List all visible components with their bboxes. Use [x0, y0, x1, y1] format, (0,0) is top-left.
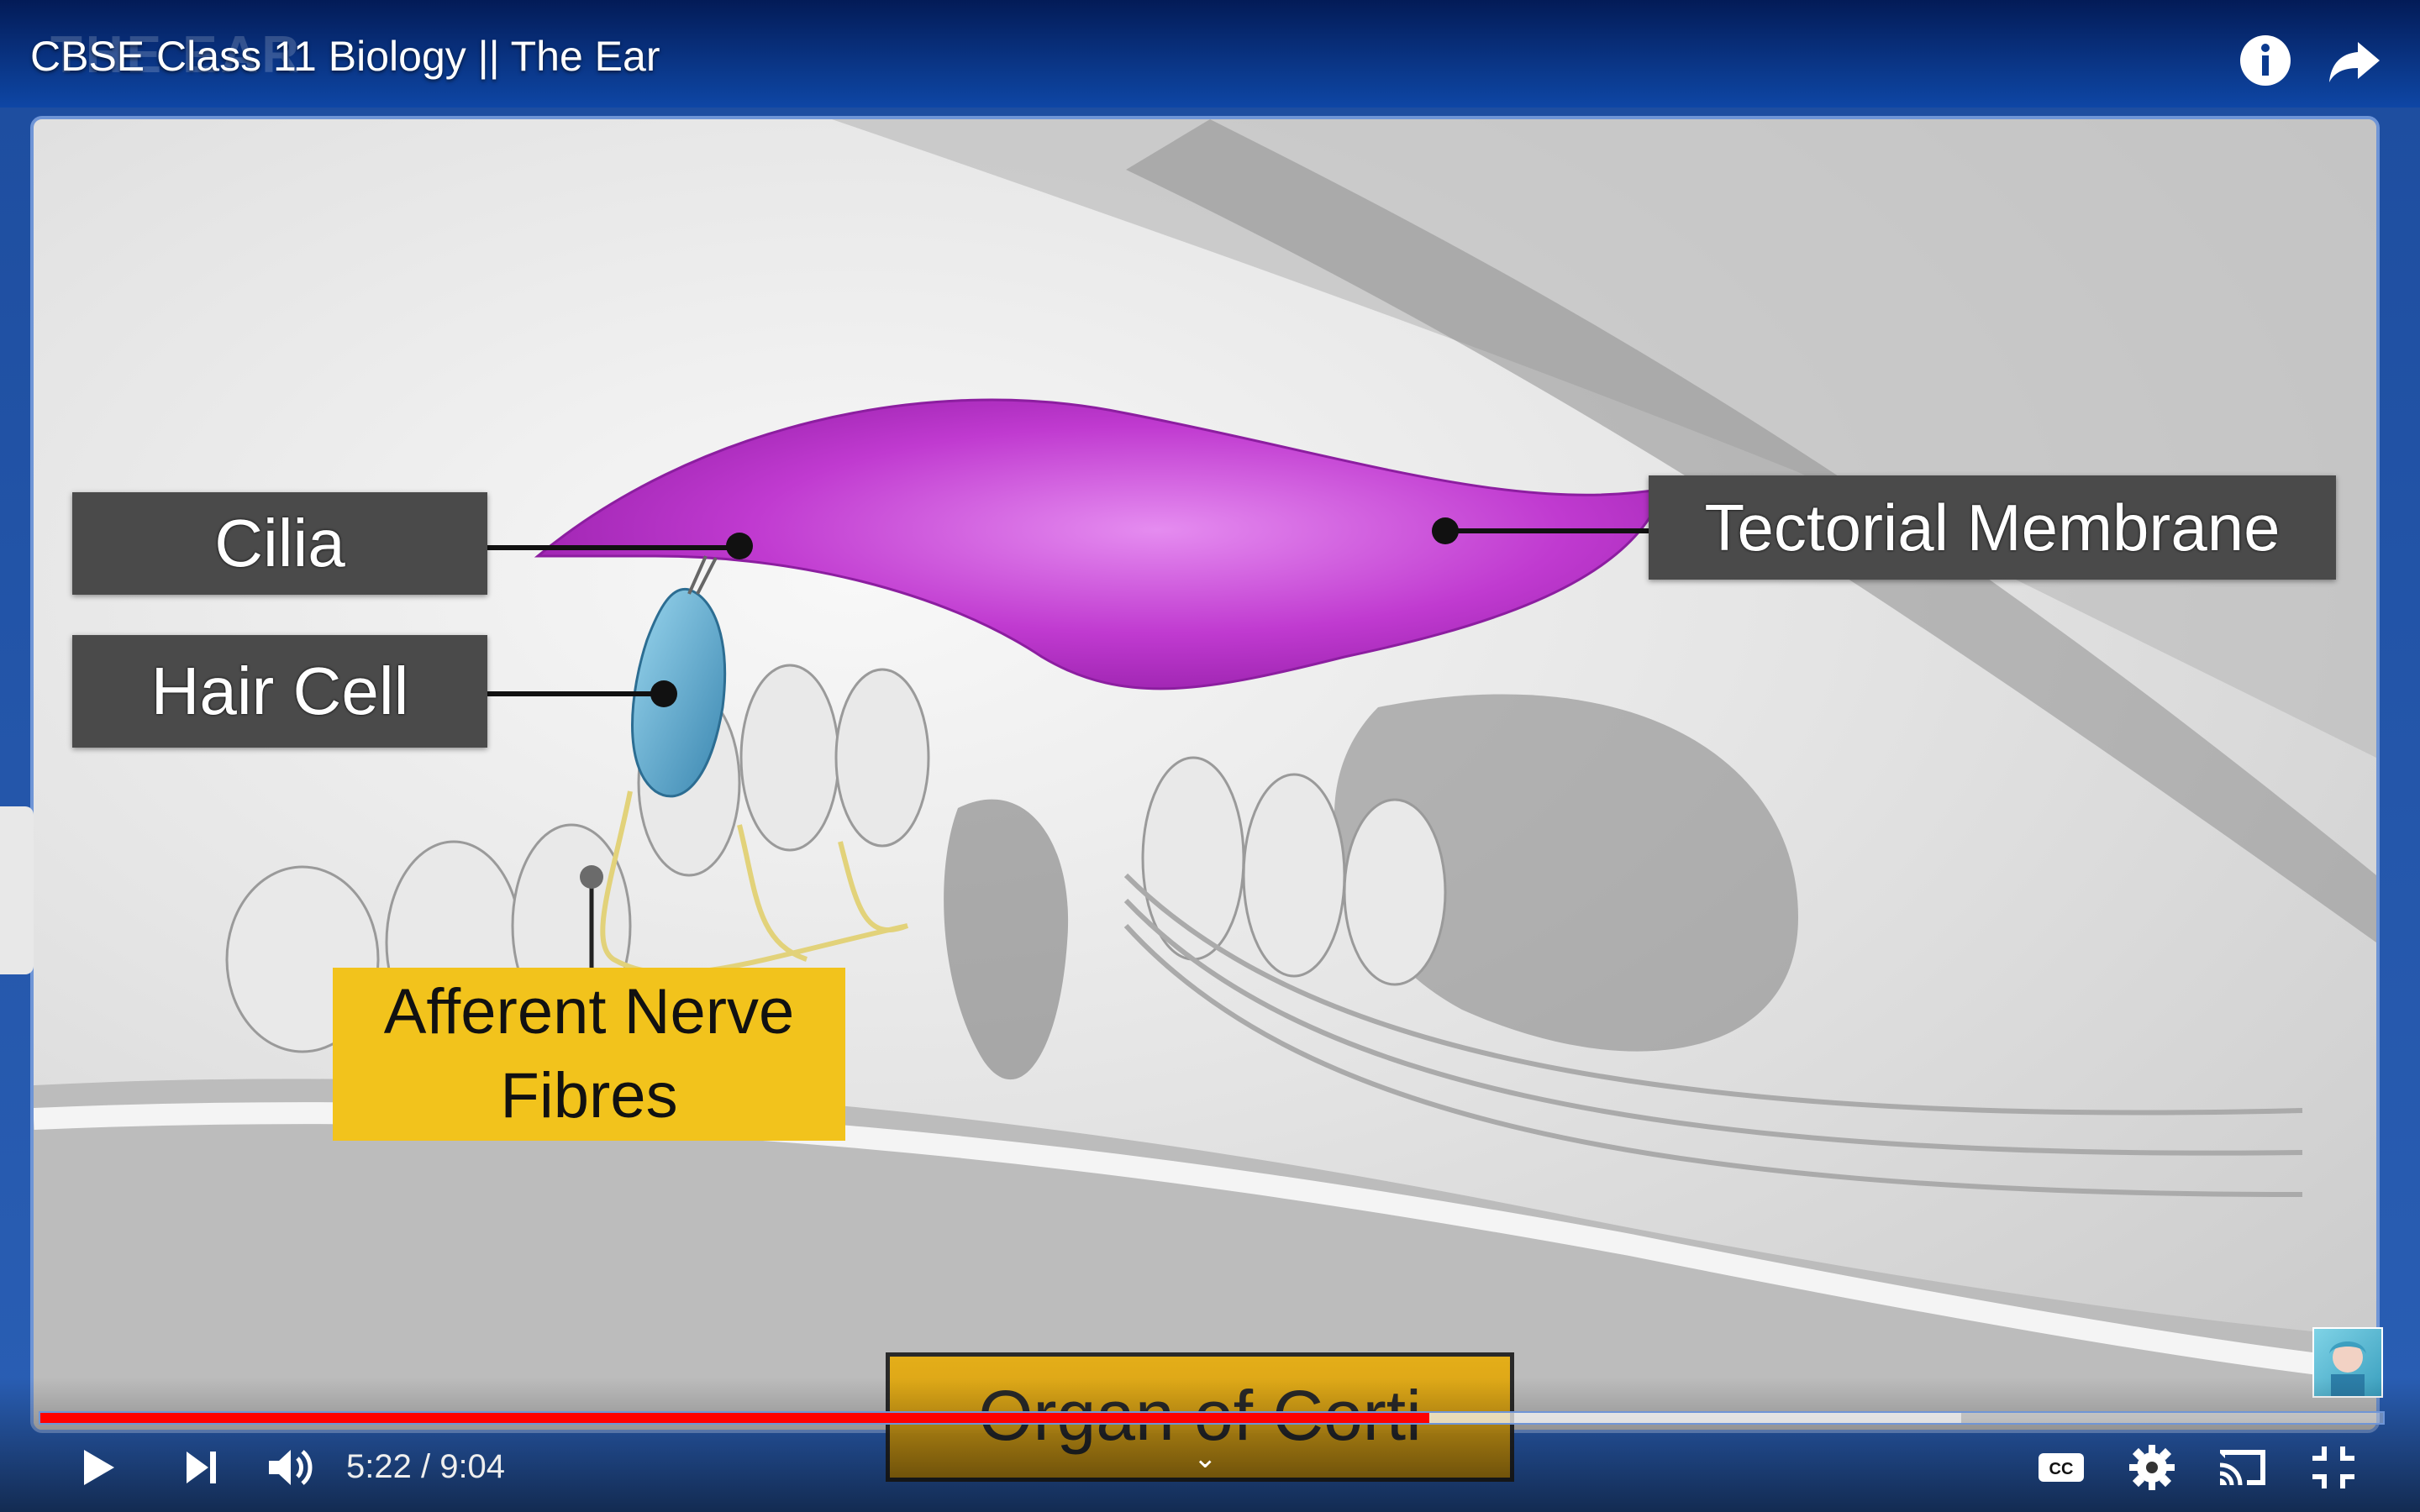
video-watermark: THE EAR [50, 26, 303, 84]
exit-fullscreen-icon[interactable] [2304, 1438, 2363, 1497]
play-icon[interactable] [67, 1438, 126, 1497]
video-frame[interactable] [30, 116, 2380, 1433]
video-title[interactable]: CBSE Class 11 Biology || The Ear [30, 33, 660, 80]
label-cilia: Cilia [72, 492, 487, 595]
time-display: 5:22 / 9:04 [346, 1448, 506, 1485]
organ-of-corti-illustration [34, 119, 2376, 1430]
progress-played [40, 1413, 1430, 1423]
chevron-down-icon[interactable]: ⌄ [1193, 1442, 1218, 1474]
share-icon[interactable] [2324, 30, 2385, 91]
svg-text:CC: CC [2049, 1460, 2074, 1478]
gear-icon[interactable] [2123, 1438, 2181, 1497]
label-hair-cell: Hair Cell [72, 635, 487, 748]
cc-icon[interactable]: CC [2032, 1438, 2091, 1497]
volume-icon[interactable] [260, 1438, 319, 1497]
progress-bar[interactable] [39, 1411, 2385, 1425]
info-icon[interactable] [2235, 30, 2296, 91]
side-panel-handle[interactable] [0, 806, 34, 974]
label-tectorial-membrane: Tectorial Membrane [1649, 475, 2336, 580]
next-icon[interactable] [171, 1438, 230, 1497]
cast-icon[interactable] [2213, 1438, 2272, 1497]
title-bar: THE EAR CBSE Class 11 Biology || The Ear [0, 0, 2420, 108]
player-controls [0, 1378, 2420, 1512]
